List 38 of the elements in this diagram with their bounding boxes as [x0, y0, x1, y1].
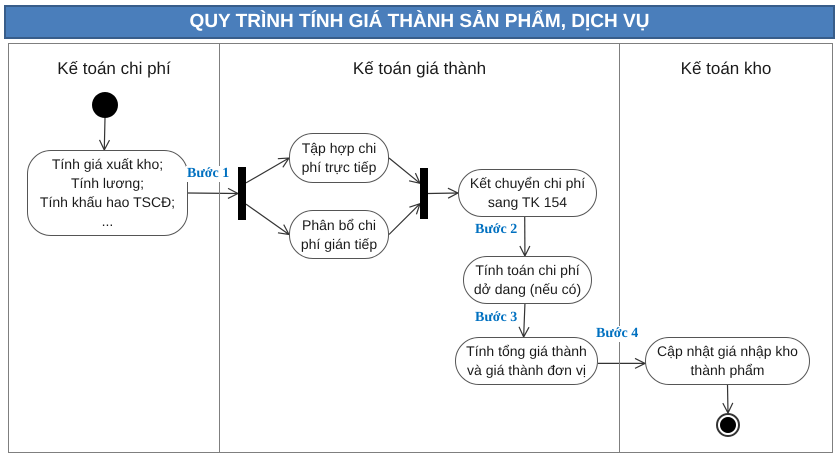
activity-text: Tính tổng giá thành và giá thành đơn vị [465, 342, 588, 380]
activity-text: Tập hợp chi phí trực tiếp [300, 139, 378, 177]
arrow [518, 304, 530, 338]
arrow [388, 203, 421, 235]
activity-node [289, 210, 389, 259]
start-node [92, 92, 118, 118]
activity-text: Tính khấu hao TSCĐ; [40, 193, 176, 212]
edge-label: Bước 1 [186, 166, 230, 182]
activity-text: Tính lương; [70, 174, 144, 193]
arrow [519, 217, 530, 257]
lane-heading: Kế toán kho [680, 58, 772, 80]
arrow [598, 358, 646, 369]
lane-heading: Kế toán giá thành [352, 58, 488, 80]
sync-bar [238, 167, 246, 220]
activity-node [27, 150, 188, 236]
arrow [388, 158, 421, 184]
activity-text: ... [102, 212, 114, 231]
arrow [246, 204, 290, 236]
end-node [716, 413, 740, 437]
activity-text: Cập nhật giá nhập kho thành phẩm [656, 342, 799, 380]
arrow [428, 188, 459, 199]
activity-node [455, 337, 598, 385]
lane-heading: Kế toán chi phí [56, 58, 172, 80]
activity-text: Phân bổ chi phí gián tiếp [300, 216, 378, 254]
activity-node [645, 337, 810, 385]
activity-node [463, 256, 592, 304]
activity-text: Tính giá xuất kho; [52, 155, 164, 174]
activity-node [458, 169, 597, 217]
activity-text: Tính toán chi phí dở dang (nếu có) [472, 261, 582, 299]
activity-text: Kết chuyển chi phí sang TK 154 [468, 174, 586, 212]
sync-bar [420, 168, 428, 219]
arrow [98, 118, 110, 151]
arrow [722, 384, 734, 414]
arrow [246, 157, 290, 184]
arrow [188, 188, 239, 199]
edge-label: Bước 4 [595, 326, 640, 342]
activity-node [289, 133, 389, 183]
title-bar: QUY TRÌNH TÍNH GIÁ THÀNH SẢN PHẨM, DỊCH VỤ [4, 5, 835, 39]
